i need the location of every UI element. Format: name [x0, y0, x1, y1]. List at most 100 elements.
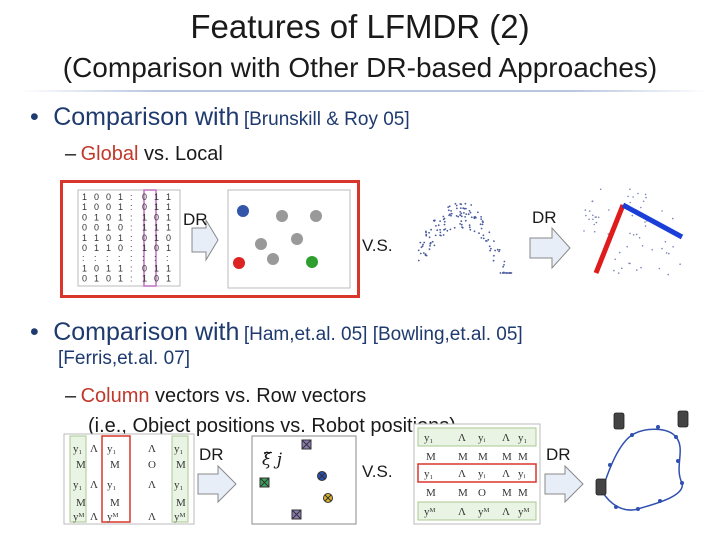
scatter-point	[488, 231, 491, 234]
matrix-cell: 1	[166, 263, 171, 273]
scatter-point	[488, 245, 491, 248]
svg-text:Λ: Λ	[90, 443, 98, 455]
vs-label-1: V.S.	[362, 236, 393, 255]
embedding-red-line	[593, 204, 626, 274]
matrix-cell: 1	[106, 223, 111, 233]
dr-arrow-2	[529, 226, 571, 270]
scatter-point	[474, 216, 477, 219]
scatter-point	[468, 226, 471, 229]
scatter-point	[469, 211, 472, 214]
point-blue	[237, 205, 249, 217]
embedding-point	[593, 223, 595, 226]
svg-text:Λ: Λ	[458, 468, 466, 480]
scatter-point	[425, 234, 428, 237]
embedding-point	[667, 273, 669, 276]
dr-label-1: DR	[183, 210, 208, 229]
scatter-point	[464, 219, 467, 222]
embedding-point	[597, 216, 600, 219]
point-gray-3	[255, 238, 267, 250]
local-embedding-plot	[583, 188, 684, 276]
svg-text:yᴹ: yᴹ	[518, 506, 530, 518]
bullet-1-sub: – Global vs. Local	[65, 143, 223, 166]
bullet-1-ref: [Brunskill & Roy 05]	[243, 109, 410, 130]
robot-icons	[595, 410, 689, 496]
matrix-cell: 1	[142, 274, 147, 284]
embedding-point	[668, 252, 670, 255]
matrix-cell: 1	[154, 263, 159, 273]
scatter-point	[442, 215, 445, 218]
bullet-1: • Comparison with [Brunskill & Roy 05]	[30, 103, 410, 132]
matrix-cell: 0	[154, 212, 159, 222]
matrix-cell: 1	[118, 274, 123, 284]
scatter-point	[434, 234, 437, 237]
embedding-point	[679, 263, 681, 265]
scatter-point	[453, 226, 456, 229]
embedding-point	[591, 200, 593, 203]
scatter-point	[443, 217, 446, 220]
scatter-point	[460, 215, 463, 218]
embedding-point	[608, 209, 610, 211]
matrix-cell: 0	[94, 263, 99, 273]
matrix-cell: :	[166, 253, 169, 263]
scatter-point	[460, 223, 463, 226]
svg-text:M: M	[76, 497, 86, 509]
embedding-point	[592, 214, 594, 217]
matrix-cell: 1	[142, 212, 147, 222]
scatter-point	[481, 223, 484, 226]
embedding-point	[632, 196, 634, 198]
scatter-point	[492, 259, 495, 262]
scatter-point	[489, 249, 491, 252]
svg-text:M: M	[76, 459, 86, 471]
scatter-point	[443, 223, 446, 226]
row-highlight	[417, 463, 537, 483]
scatter-point	[433, 244, 436, 247]
embedding-point	[585, 214, 587, 217]
scatter-point	[509, 272, 512, 274]
scatter-point	[480, 216, 482, 218]
scatter-point	[498, 250, 500, 253]
embedding-point	[661, 210, 663, 212]
svg-text:Λ: Λ	[458, 432, 466, 444]
scatter-point	[439, 228, 441, 231]
point-green	[306, 256, 318, 268]
embedding-point	[651, 249, 653, 251]
matrix-cell: 0	[154, 243, 159, 253]
highlighted-column	[143, 189, 157, 287]
embedding-point	[588, 218, 590, 221]
matrix-cell: 0	[106, 274, 111, 284]
matrix-cell: :	[82, 253, 85, 263]
scatter-point	[459, 223, 461, 225]
matrix-cell: 0	[106, 192, 111, 202]
scatter-point	[448, 205, 451, 208]
svg-text:y₁: y₁	[107, 443, 117, 455]
matrix-cell: 1	[82, 233, 87, 243]
embedding-point	[629, 262, 631, 265]
bullet-1-sub-global: Global	[80, 143, 139, 165]
matrix-cell: 0	[82, 212, 87, 222]
svg-text:Λ: Λ	[148, 479, 156, 491]
robot-trajectory-plot	[595, 410, 689, 511]
matrix-cell: :	[130, 212, 133, 222]
matrix-cell: 1	[154, 233, 159, 243]
scatter-point	[431, 240, 434, 243]
matrix-cell: 1	[94, 243, 99, 253]
bullet-2-sub-column: Column	[80, 385, 150, 407]
scatter-point	[460, 220, 463, 223]
matrix-cell: 1	[166, 243, 171, 253]
scatter-point	[482, 237, 485, 240]
embedding-point	[658, 267, 661, 270]
embedding-point	[644, 193, 647, 196]
scatter-point	[482, 234, 485, 237]
bullet-2: • Comparison with [Ham,et.al. 05] [Bowli…	[30, 318, 523, 347]
svg-text:y₁: y₁	[174, 479, 184, 491]
matrix-cell: :	[130, 202, 133, 212]
point-gray-4	[291, 233, 303, 245]
point-gray-5	[267, 253, 279, 265]
scatter-point	[439, 231, 442, 234]
bullet-1-sub-rest: vs. Local	[138, 143, 223, 165]
scatter-point	[503, 260, 506, 263]
svg-text:y₁: y₁	[73, 443, 83, 455]
scatter-point	[419, 252, 422, 255]
